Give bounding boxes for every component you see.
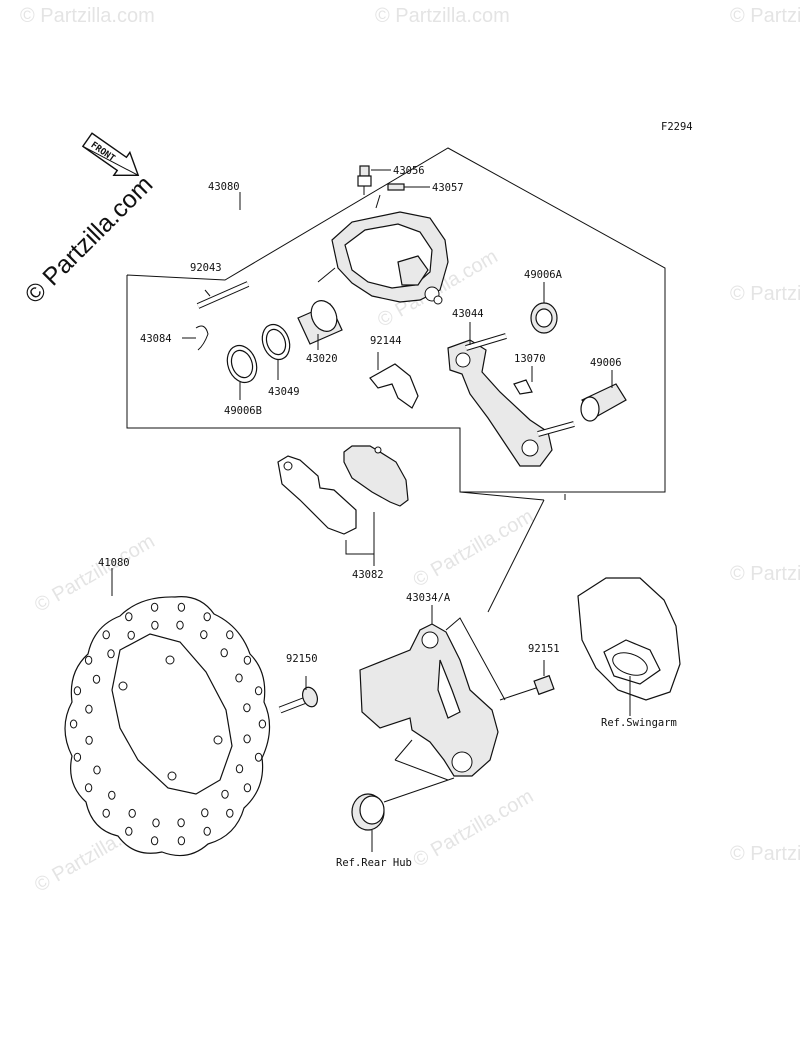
disc-vent-hole bbox=[226, 808, 234, 818]
figure-code: F2294 bbox=[661, 121, 693, 133]
caliper-assembly-outline bbox=[126, 147, 666, 493]
disc-vent-hole bbox=[84, 783, 93, 793]
disc-vent-hole bbox=[85, 704, 93, 714]
part-label-43084: 43084 bbox=[140, 333, 172, 345]
part-label-43082: 43082 bbox=[352, 569, 384, 581]
part-label-92043: 92043 bbox=[190, 262, 222, 274]
part-label-43056: 43056 bbox=[393, 165, 425, 177]
part-label-43080: 43080 bbox=[208, 181, 240, 193]
disc-vent-hole bbox=[176, 620, 184, 630]
part-label-92144: 92144 bbox=[370, 335, 402, 347]
holder-bolt bbox=[499, 660, 555, 701]
partzilla-watermark: © Partzilla.com bbox=[19, 170, 158, 309]
disc-vent-hole bbox=[85, 735, 93, 745]
part-label-43049: 43049 bbox=[268, 386, 300, 398]
disc-vent-hole bbox=[69, 719, 78, 729]
disc-vent-hole bbox=[107, 649, 115, 659]
watermark-tile: © Partzilla.com bbox=[20, 5, 155, 27]
leader-lines bbox=[459, 491, 566, 501]
boot-49006a bbox=[530, 282, 558, 334]
part-label-43034a: 43034/A bbox=[406, 592, 451, 604]
disc-vent-hole bbox=[92, 674, 101, 684]
disc-vent-hole bbox=[177, 602, 186, 612]
disc-vent-hole bbox=[201, 808, 209, 818]
bleeder-cap bbox=[375, 183, 430, 209]
disc-vent-hole bbox=[125, 826, 133, 836]
disc-vent-hole bbox=[73, 752, 82, 762]
watermark-tile: © Partzilla.com bbox=[730, 5, 800, 27]
watermark-tile: © Partzilla.com bbox=[730, 843, 800, 865]
watermark-tile: © Partzilla.com bbox=[730, 563, 800, 585]
disc-vent-hole bbox=[254, 686, 263, 696]
caliper-piston bbox=[297, 300, 343, 350]
disc-vent-hole bbox=[243, 783, 252, 793]
watermark-tile: © Partzilla.com bbox=[410, 785, 538, 871]
disc-vent-hole bbox=[150, 836, 159, 846]
disc-vent-hole bbox=[226, 630, 234, 640]
disc-vent-hole bbox=[235, 673, 243, 683]
part-label-43044: 43044 bbox=[452, 308, 484, 320]
disc-vent-hole bbox=[73, 686, 82, 696]
part-labels: 43080 43056 43057 92043 43084 43020 4304… bbox=[98, 165, 677, 869]
rear-hub-reference bbox=[351, 777, 455, 852]
disc-vent-hole bbox=[151, 620, 159, 630]
disc-vent-hole bbox=[108, 790, 116, 800]
bleeder-valve bbox=[357, 165, 391, 195]
disc-vent-hole bbox=[177, 836, 186, 846]
part-label-41080: 41080 bbox=[98, 557, 130, 569]
disc-vent-hole bbox=[220, 648, 228, 658]
ref-label-swingarm: Ref.Swingarm bbox=[601, 717, 677, 729]
disc-vent-hole bbox=[150, 602, 159, 612]
part-label-43020: 43020 bbox=[306, 353, 338, 365]
disc-vent-hole bbox=[84, 655, 93, 665]
caliper-pin bbox=[196, 281, 250, 309]
part-label-49006: 49006 bbox=[590, 357, 622, 369]
watermark-tile: © Partzilla.com bbox=[375, 5, 510, 27]
disc-vent-hole bbox=[177, 818, 185, 828]
bracket-clip bbox=[513, 366, 533, 395]
caliper-bracket bbox=[447, 322, 575, 467]
part-label-92150: 92150 bbox=[286, 653, 318, 665]
disc-vent-hole bbox=[243, 703, 251, 713]
brake-pads bbox=[277, 445, 409, 566]
watermark-tile: © Partzilla.com bbox=[730, 283, 800, 305]
disc-vent-hole bbox=[102, 630, 110, 640]
part-label-13070: 13070 bbox=[514, 353, 546, 365]
swingarm-reference bbox=[577, 577, 681, 716]
disc-vent-hole bbox=[243, 734, 251, 744]
disc-vent-hole bbox=[203, 612, 211, 622]
part-label-49006b: 49006B bbox=[224, 405, 262, 417]
disc-vent-holes bbox=[69, 602, 267, 846]
caliper-body bbox=[317, 211, 449, 305]
disc-vent-hole bbox=[128, 808, 136, 818]
ref-label-rear-hub: Ref.Rear Hub bbox=[336, 857, 412, 869]
disc-vent-hole bbox=[243, 655, 252, 665]
disc-vent-hole bbox=[235, 764, 244, 774]
watermark-tile: © Partzilla.com bbox=[410, 505, 538, 591]
brake-disc bbox=[64, 568, 271, 857]
part-label-92151: 92151 bbox=[528, 643, 560, 655]
disc-vent-hole bbox=[102, 808, 110, 818]
pad-spring bbox=[369, 352, 419, 409]
caliper-holder bbox=[359, 499, 545, 781]
disc-vent-hole bbox=[221, 789, 229, 799]
disc-vent-hole bbox=[125, 612, 133, 622]
piston-seal bbox=[261, 323, 291, 380]
disc-vent-hole bbox=[258, 719, 267, 729]
part-label-49006a: 49006A bbox=[524, 269, 563, 281]
disc-vent-hole bbox=[203, 826, 211, 836]
part-label-43057: 43057 bbox=[432, 182, 464, 194]
disc-vent-hole bbox=[254, 752, 263, 762]
disc-vent-hole bbox=[127, 630, 135, 640]
disc-vent-hole bbox=[200, 630, 208, 640]
disc-vent-hole bbox=[93, 765, 101, 775]
pin-clip bbox=[182, 325, 209, 351]
boot-49006 bbox=[580, 370, 627, 422]
disc-vent-hole bbox=[152, 818, 160, 828]
disc-bolt bbox=[278, 676, 319, 714]
seal-49006b bbox=[226, 344, 258, 400]
